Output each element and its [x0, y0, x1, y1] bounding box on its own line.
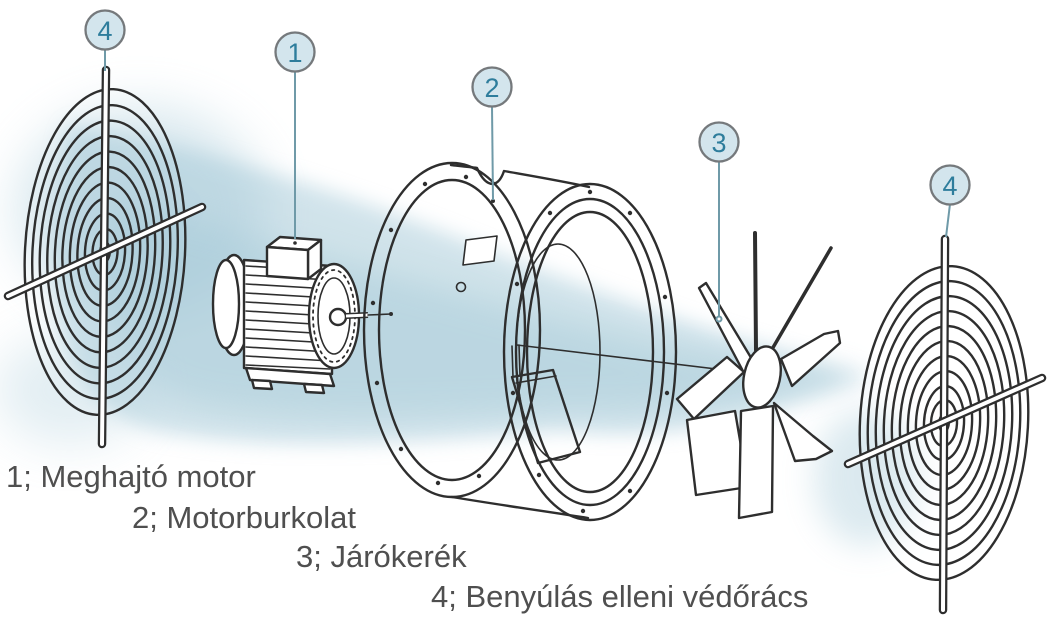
legend-item-3: 3; Járókerék	[296, 539, 467, 574]
motor-junction-box	[265, 235, 323, 281]
legend-item-4: 4; Benyúlás elleni védőrács	[431, 579, 808, 614]
callout-housing: 2	[471, 66, 513, 201]
impeller-hub	[742, 345, 782, 409]
motor-base-feet	[244, 366, 336, 395]
drive-motor	[211, 235, 393, 395]
housing-motor-bracket	[510, 368, 582, 465]
callout-number: 1	[287, 38, 302, 68]
housing-interior	[510, 243, 742, 465]
grille-right-support-bars	[843, 234, 1047, 615]
housing-front-flange	[502, 182, 678, 522]
impeller-blade-down	[737, 404, 775, 520]
callout-grille-right: 4	[929, 164, 971, 238]
impeller	[675, 231, 842, 520]
callout-circle	[698, 121, 740, 163]
callout-circle	[84, 9, 126, 51]
legend: 1; Meghajtó motor 2; Motorburkolat 3; Já…	[6, 459, 808, 614]
callout-motor: 1	[274, 31, 316, 239]
protection-grille-right	[843, 234, 1047, 615]
protection-grille-left	[3, 65, 207, 449]
callout-grille-left: 4	[84, 9, 126, 71]
housing-name-plate	[462, 235, 498, 266]
legend-item-1: 1; Meghajtó motor	[6, 459, 256, 494]
callout-impeller: 3	[698, 121, 740, 323]
callout-number: 2	[484, 73, 499, 103]
callout-number: 3	[711, 128, 726, 158]
motor-housing	[362, 161, 742, 522]
callout-number: 4	[97, 16, 112, 46]
callout-number: 4	[942, 171, 957, 201]
callout-circle	[471, 66, 513, 108]
shaft-axis-line	[516, 344, 742, 373]
impeller-blade-needle-up	[753, 231, 758, 352]
impeller-blade-downright	[772, 401, 834, 463]
grille-left-support-bars	[3, 65, 207, 449]
impeller-blade-right	[779, 329, 842, 388]
callout-circle	[274, 31, 316, 73]
grille-right-rings	[858, 264, 1030, 582]
legend-item-2: 2; Motorburkolat	[132, 500, 356, 535]
callout-circle	[929, 164, 971, 206]
impeller-blade-needle-upright	[769, 246, 833, 353]
